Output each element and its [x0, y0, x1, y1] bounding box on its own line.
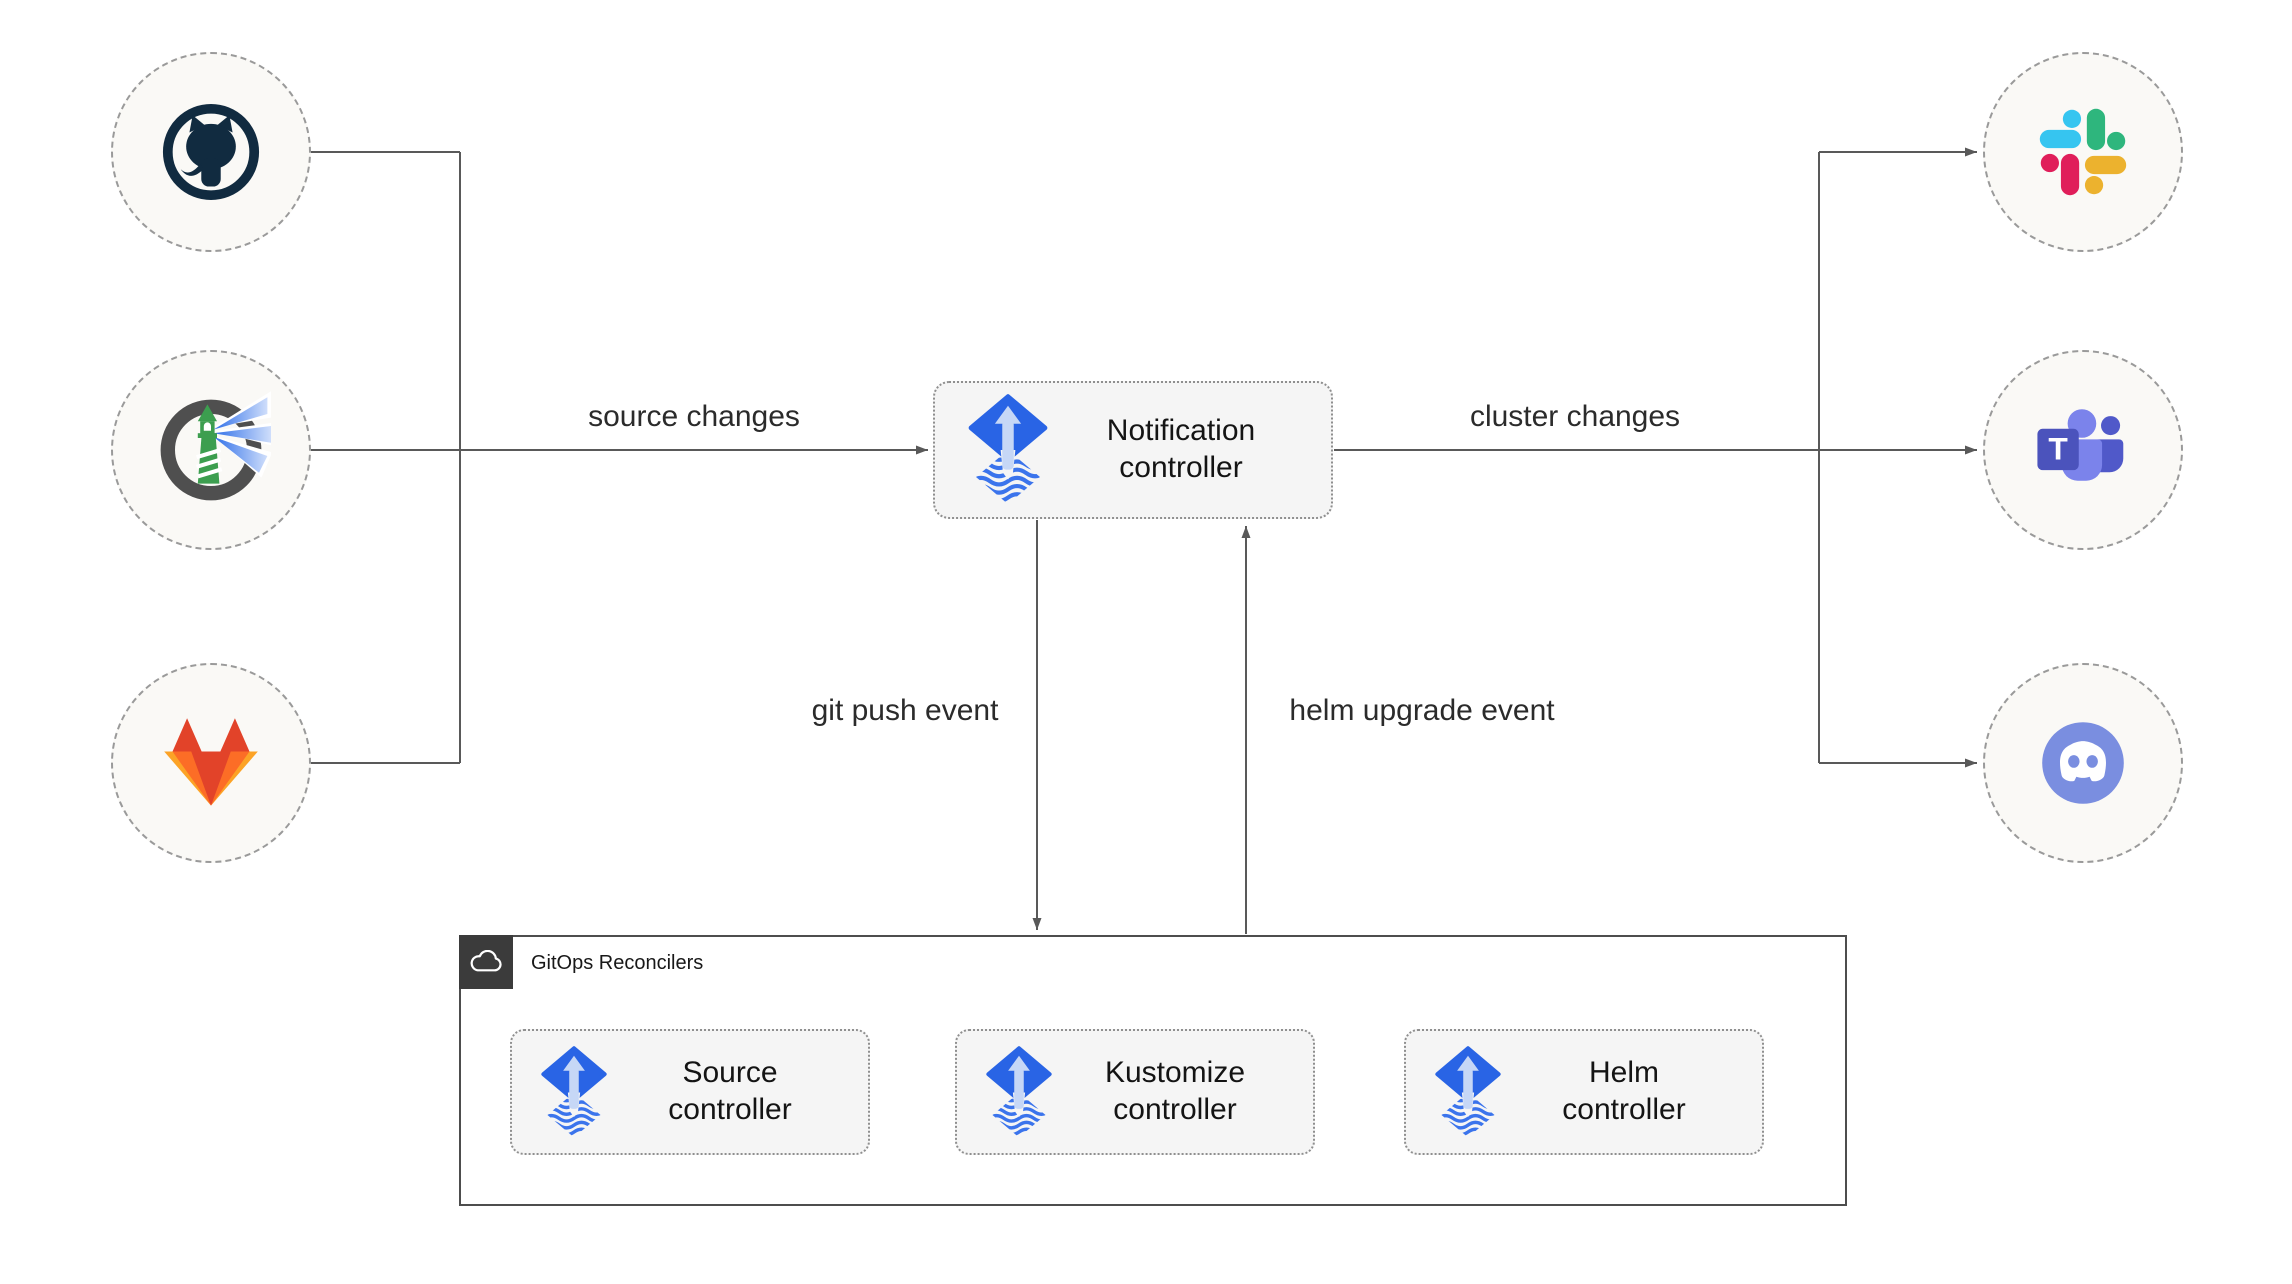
kustomize-controller-node: Kustomize controller [955, 1029, 1315, 1155]
source-controller-node: Source controller [510, 1029, 870, 1155]
notification-controller-node: Notification controller [933, 381, 1333, 519]
source-node-github [111, 52, 311, 252]
source-controller-label: Source controller [608, 1055, 852, 1128]
gitlab-icon [159, 717, 263, 809]
helm-controller-label: Helm controller [1502, 1055, 1746, 1128]
helm-label-line1: Helm [1588, 1056, 1659, 1090]
cloud-icon [468, 950, 504, 974]
kustomize-label-line1: Kustomize [1104, 1056, 1246, 1090]
teams-icon [2030, 397, 2136, 503]
flux-icon [985, 1046, 1053, 1139]
helm-label-line2: controller [1562, 1093, 1686, 1126]
source-label-line2: controller [668, 1093, 792, 1126]
container-corner [459, 935, 513, 989]
harbor-icon [151, 390, 271, 510]
edge-label-git-push-event: git push event [811, 694, 999, 727]
notification-label-line2: controller [1119, 451, 1243, 484]
edge-label-cluster-changes: cluster changes [1469, 400, 1681, 433]
source-node-harbor [111, 350, 311, 550]
slack-icon [2035, 104, 2131, 200]
edge-label-helm-upgrade-event: helm upgrade event [1289, 694, 1555, 727]
notification-label-line1: Notification [1106, 414, 1256, 448]
gitops-reconcilers-container: GitOps Reconcilers Source controller Kus… [459, 935, 1847, 1206]
edge-label-source-changes: source changes [588, 400, 800, 433]
target-node-slack [1983, 52, 2183, 252]
target-node-discord [1983, 663, 2183, 863]
notification-controller-label: Notification controller [1049, 413, 1313, 486]
discord-icon [2032, 712, 2134, 814]
source-label-line1: Source [682, 1056, 778, 1090]
flux-icon [540, 1046, 608, 1139]
flux-icon [1434, 1046, 1502, 1139]
helm-controller-node: Helm controller [1404, 1029, 1764, 1155]
kustomize-controller-label: Kustomize controller [1053, 1055, 1297, 1128]
github-icon [157, 98, 265, 206]
kustomize-label-line2: controller [1113, 1093, 1237, 1126]
source-node-gitlab [111, 663, 311, 863]
flux-icon [967, 394, 1049, 506]
container-title: GitOps Reconcilers [531, 952, 704, 974]
target-node-teams [1983, 350, 2183, 550]
